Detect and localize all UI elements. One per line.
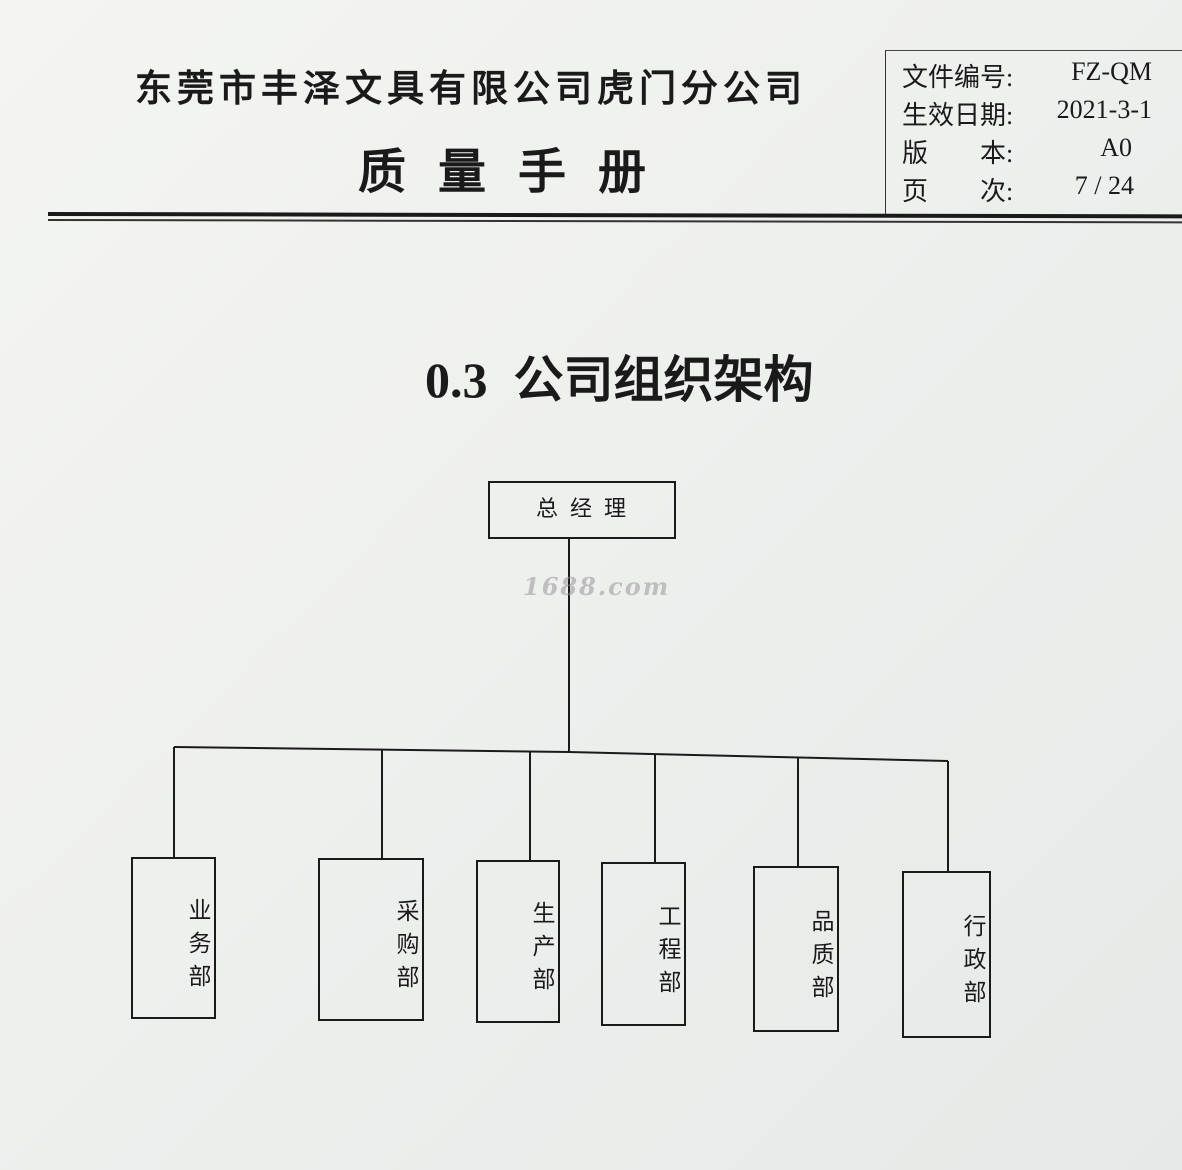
info-label: 页 次: <box>902 177 1014 206</box>
org-node-admin-dept: 行政部 <box>902 871 991 1038</box>
info-row-doc-number: 文件编号: FZ-QM <box>902 57 1172 95</box>
info-label: 版 本: <box>902 139 1014 168</box>
org-node-production-dept: 生产部 <box>476 860 560 1023</box>
info-row-effective-date: 生效日期: 2021-3-1 <box>902 95 1172 133</box>
org-node-purchasing-dept: 采购部 <box>318 858 424 1021</box>
info-label: 文件编号: <box>902 63 1014 92</box>
org-node-engineering-dept: 工程部 <box>601 862 686 1026</box>
info-row-page: 页 次: 7 / 24 <box>902 171 1172 209</box>
connector-horizontal-bar <box>173 746 949 762</box>
watermark: 1688.com <box>523 572 671 601</box>
document-info-box: 文件编号: FZ-QM 生效日期: 2021-3-1 版 本: A0 页 次: … <box>885 50 1182 217</box>
info-value: 7 / 24 <box>1074 171 1134 200</box>
section-title-text: 公司组织架构 <box>513 350 814 409</box>
info-label: 生效日期: <box>902 101 1014 130</box>
section-title: 0.3 公司组织架构 <box>425 340 845 412</box>
document-title: 质量手册 <box>358 144 679 200</box>
info-value: 2021-3-1 <box>1056 95 1152 124</box>
info-value: A0 <box>1100 133 1132 162</box>
section-number: 0.3 <box>425 352 488 408</box>
org-node-quality-dept: 品质部 <box>753 866 839 1032</box>
company-name: 东莞市丰泽文具有限公司虎门分公司 <box>135 66 807 110</box>
info-value: FZ-QM <box>1071 57 1152 86</box>
org-node-general-manager: 总经理 <box>488 481 676 539</box>
org-node-sales-dept: 业务部 <box>131 857 216 1019</box>
info-row-version: 版 本: A0 <box>902 133 1172 171</box>
